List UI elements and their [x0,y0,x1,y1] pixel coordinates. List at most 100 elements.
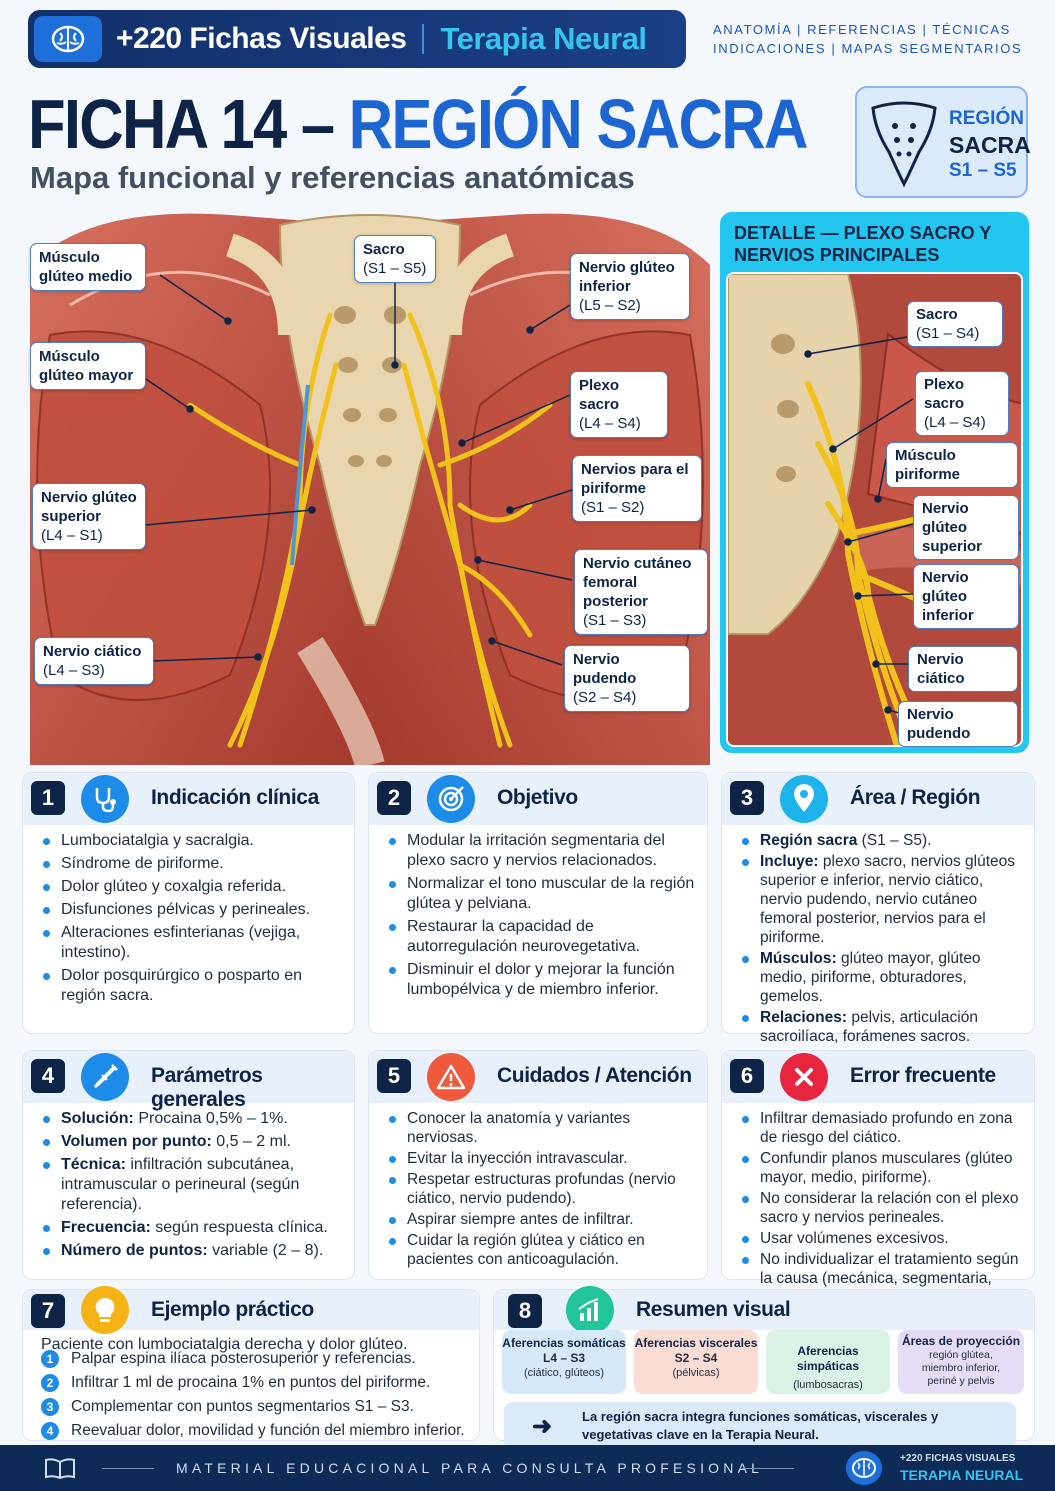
card-common-error: 6 Error frecuente Infiltrar demasiado pr… [721,1050,1035,1306]
card-number: 5 [377,1059,411,1093]
detail-label-inferior-gluteal-nerve: Nervio glúteo inferior [913,564,1019,629]
detail-label-piriformis: Músculo piriforme [886,442,1018,488]
arrow-right-icon: ➜ [532,1413,553,1440]
list-item: Infiltrar demasiado profundo en zona de … [740,1109,1024,1147]
syringe-icon [81,1053,129,1101]
list-item: Normalizar el tono muscular de la región… [387,874,697,914]
error-x-icon [780,1053,828,1101]
card-care-attention: 5 Cuidados / Atención Conocer la anatomí… [368,1050,708,1280]
book-icon [45,1458,75,1479]
card-visual-summary: 8 Resumen visual Aferencias somáticas L4… [493,1286,1035,1450]
example-intro: Paciente con lumbociatalgia derecha y do… [41,1336,408,1353]
card-list: Región sacra (S1 – S5). Incluye: plexo s… [740,831,1024,1048]
target-icon [427,775,475,823]
card-area-region: 3 Área / Región Región sacra (S1 – S5). … [721,772,1035,1045]
list-item: Región sacra (S1 – S5). [740,831,1024,850]
card-clinical-indication: 1 Indicación clínica Lumbociatalgia y sa… [22,772,355,1034]
card-header [369,1051,707,1103]
label-sacral-plexus: Plexo sacro(L4 – S4) [570,371,668,438]
card-header [722,1051,1034,1103]
banner-divider [422,24,425,54]
list-item: Músculos: glúteo mayor, glúteo medio, pi… [740,949,1024,1006]
card-number: 2 [377,781,411,815]
summary-somatic-afferents: Aferencias somáticas L4 – S3 (ciático, g… [502,1330,626,1394]
footer-brand-small: +220 FICHAS VISUALES [900,1453,1016,1464]
list-item: Solución: Procaina 0,5% – 1%. [41,1109,344,1129]
card-title: Ejemplo práctico [151,1298,314,1321]
label-nerves-to-piriformis: Nervios para el piriforme(S1 – S2) [572,455,702,522]
detail-label-sacrum: Sacro(S1 – S4) [907,301,1003,347]
footer: MATERIAL EDUCACIONAL PARA CONSULTA PROFE… [0,1445,1055,1491]
card-list: Solución: Procaina 0,5% – 1%. Volumen po… [41,1109,344,1264]
list-item: Frecuencia: según respuesta clínica. [41,1218,344,1238]
footer-brand-big: TERAPIA NEURAL [900,1467,1024,1483]
brain-logo-icon [34,16,102,62]
sacrum-icon [871,101,937,188]
card-header [23,1051,354,1103]
list-item: Incluye: plexo sacro, nervios glúteos su… [740,852,1024,947]
card-number: 8 [508,1294,542,1328]
summary-visceral-afferents: Aferencias viscerales S2 – S4 (pélvicas) [634,1330,758,1394]
lightbulb-icon [81,1286,129,1334]
list-item: Volumen por punto: 0,5 – 2 ml. [41,1132,344,1152]
card-list: Modular la irritación segmentaria del pl… [387,831,697,1003]
summary-text: La región sacra integra funciones somáti… [582,1409,939,1442]
card-header [722,773,1034,825]
list-item: Relaciones: pelvis, articulación sacroil… [740,1008,1024,1046]
label-pudendal-nerve: Nervio pudendo(S2 – S4) [564,645,690,712]
top-banner: +220 Fichas Visuales Terapia Neural [28,10,686,68]
anatomy-illustration: Músculo glúteo medio Sacro(S1 – S5) Nerv… [30,205,710,765]
card-title: Indicación clínica [151,786,319,809]
list-item: Lumbociatalgia y sacralgia. [41,831,344,851]
page-subtitle: Mapa funcional y referencias anatómicas [30,160,635,195]
list-item: Disminuir el dolor y mejorar la función … [387,960,697,1000]
detail-title: DETALLE — PLEXO SACRO Y NERVIOS PRINCIPA… [734,223,992,265]
card-title: Parámetros generales [151,1064,263,1111]
page-title-part1: FICHA 14 – [28,85,349,163]
list-item: Usar volúmenes excesivos. [740,1229,1024,1248]
list-item: Confundir planos musculares (glúteo mayo… [740,1149,1024,1187]
list-item: Alteraciones esfinterianas (vejiga, inte… [41,923,344,963]
card-number: 1 [31,781,65,815]
list-item: Técnica: infiltración subcutánea, intram… [41,1155,344,1215]
list-item: Modular la irritación segmentaria del pl… [387,831,697,871]
topic-links: ANATOMÍA | REFERENCIAS | TÉCNICAS INDICA… [713,20,1023,58]
topic-links-line2: INDICACIONES | MAPAS SEGMENTARIOS [713,41,1023,56]
banner-brand: Terapia Neural [440,21,647,56]
card-title: Objetivo [497,786,578,809]
summary-sympathetic-afferents: Aferencias simpáticas (lumbosacras) [766,1330,890,1394]
list-item: Dolor glúteo y coxalgia referida. [41,877,344,897]
topic-links-line1: ANATOMÍA | REFERENCIAS | TÉCNICAS [713,22,1011,37]
label-sciatic-nerve: Nervio ciático(L4 – S3) [34,637,154,685]
stethoscope-icon [81,775,129,823]
card-practical-example: 7 Ejemplo práctico Paciente con lumbocia… [22,1286,480,1444]
label-inferior-gluteal-nerve: Nervio glúteo inferior(L5 – S2) [570,253,690,320]
label-gluteus-maximus: Músculo glúteo mayor [30,342,146,390]
list-item: Dolor posquirúrgico o posparto en región… [41,966,344,1006]
card-number: 7 [31,1294,65,1328]
summary-bar: ➜ La región sacra integra funciones somá… [504,1402,1016,1450]
card-title: Cuidados / Atención [497,1064,692,1087]
detail-panel: DETALLE — PLEXO SACRO Y NERVIOS PRINCIPA… [720,212,1029,753]
card-header [369,773,707,825]
detail-label-sacral-plexus: Plexo sacro(L4 – S4) [915,371,1009,436]
card-title: Resumen visual [636,1298,791,1321]
label-posterior-femoral-cutaneous-nerve: Nervio cutáneo femoral posterior(S1 – S3… [574,549,708,635]
card-number: 6 [730,1059,764,1093]
card-list: Lumbociatalgia y sacralgia. Síndrome de … [41,831,344,1009]
region-badge-line2: SACRA [949,132,1031,158]
list-item: Disfunciones pélvicas y perineales. [41,900,344,920]
card-title: Área / Región [850,786,981,809]
card-list: Infiltrar demasiado profundo en zona de … [740,1109,1024,1309]
list-item: Cuidar la región glútea y ciático en pac… [387,1231,697,1269]
region-badge: REGIÓN SACRA S1 – S5 [855,86,1031,198]
page-title-part2: REGIÓN SACRA [348,85,809,163]
label-gluteus-medius: Músculo glúteo medio [30,243,146,291]
footer-divider-left [102,1468,154,1469]
detail-label-sciatic-nerve: Nervio ciático [908,646,1018,692]
